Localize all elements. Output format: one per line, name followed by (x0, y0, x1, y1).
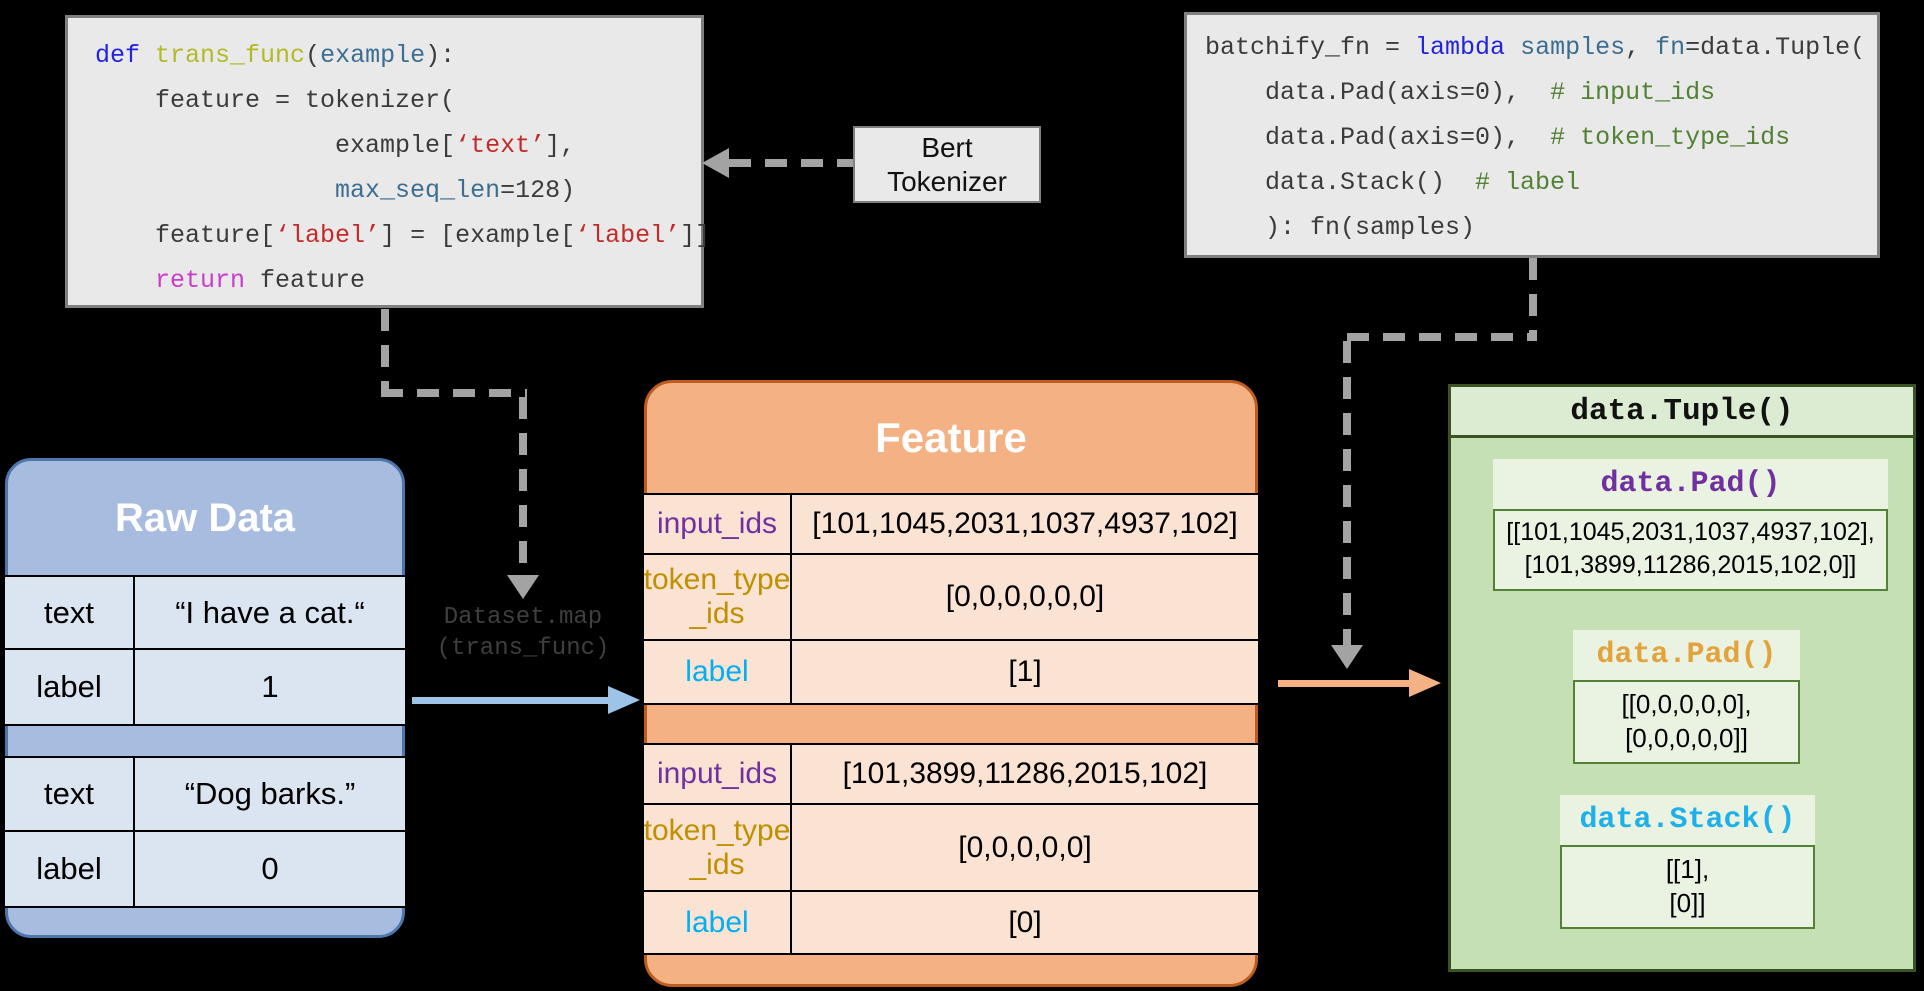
batchify-fn-code-block: batchify_fn = lambda samples, fn=data.Tu… (1184, 12, 1880, 258)
table-row: input_ids [101,1045,2031,1037,4937,102] (644, 495, 1258, 555)
data-pad-card-token-type-ids: data.Pad() [[0,0,0,0,0], [0,0,0,0,0]] (1573, 630, 1800, 764)
table-row: label [0] (644, 892, 1258, 953)
dashed-path-batchify-seg3 (1343, 341, 1351, 647)
raw-data-title: Raw Data (114, 495, 296, 540)
card-title: data.Pad() (1600, 467, 1781, 501)
dashed-arrow-bert-to-code (729, 159, 853, 167)
data-tuple-title: data.Tuple() (1451, 387, 1913, 438)
data-stack-card-label: data.Stack() [[1], [0]] (1560, 795, 1815, 929)
row-key: text (5, 577, 135, 648)
dashed-path-transfunc-seg1 (381, 309, 389, 393)
dataset-map-line1: Dataset.map (443, 604, 603, 631)
dashed-path-transfunc-seg3 (519, 397, 527, 577)
row-value: [1] (1008, 655, 1042, 688)
card-value-line: [[101,1045,2031,1037,4937,102], (1506, 518, 1875, 546)
row-key: label (644, 892, 792, 953)
feature-table-sample1: input_ids [101,1045,2031,1037,4937,102] to… (644, 493, 1258, 705)
dashed-path-transfunc-seg2 (381, 389, 527, 397)
row-key: input_ids (644, 495, 792, 553)
bert-tokenizer-label-line1: Bert (921, 131, 973, 163)
table-row: text “Dog barks.” (5, 758, 405, 832)
card-value-line: [0,0,0,0,0]] (1625, 723, 1748, 753)
row-value: [101,3899,11286,2015,102] (842, 757, 1208, 790)
dataset-map-line2: (trans_func) (436, 635, 610, 662)
row-value: [0] (1008, 905, 1042, 939)
row-value: 1 (261, 669, 279, 704)
card-title: data.Pad() (1596, 638, 1777, 672)
bert-tokenizer-label-line2: Tokenizer (887, 165, 1007, 197)
table-row: token_type _ids [0,0,0,0,0] (644, 805, 1258, 892)
row-key: label (5, 832, 135, 906)
row-key: text (5, 758, 135, 830)
data-tuple-panel: data.Tuple() data.Pad() [[101,1045,2031,1… (1448, 384, 1916, 972)
table-row: token_type _ids [0,0,0,0,0,0] (644, 555, 1258, 641)
card-values: [[101,1045,2031,1037,4937,102], [101,3899… (1493, 509, 1888, 591)
feature-title: Feature (875, 414, 1027, 461)
dashed-path-batchify-seg1 (1529, 258, 1537, 337)
row-value: [0,0,0,0,0,0] (945, 580, 1105, 613)
data-pad-card-input-ids: data.Pad() [[101,1045,2031,1037,4937,102]… (1493, 459, 1888, 591)
row-key: input_ids (644, 745, 792, 803)
dashed-path-batchify-seg2 (1347, 333, 1537, 341)
feature-table-sample2: input_ids [101,3899,11286,2015,102] token_… (644, 743, 1258, 955)
card-values: [[0,0,0,0,0], [0,0,0,0,0]] (1573, 680, 1800, 764)
row-value: “Dog barks.” (184, 776, 356, 811)
trans-func-code-block: def trans_func(example): feature = token… (65, 15, 710, 308)
raw-data-table-sample2: text “Dog barks.” label 0 (5, 756, 405, 908)
card-value-line: [[0,0,0,0,0], (1621, 689, 1752, 719)
raw-data-table-sample1: text “I have a cat.“ label 1 (5, 575, 405, 726)
table-row: label 0 (5, 832, 405, 906)
dataset-map-label: Dataset.map (trans_func) (398, 602, 648, 664)
card-title: data.Stack() (1579, 803, 1796, 837)
row-key: label (644, 641, 792, 703)
arrowhead-left-icon (702, 148, 729, 178)
row-key: token_type _ids (644, 555, 792, 639)
row-value: “I have a cat.“ (175, 594, 365, 630)
row-key: token_type _ids (644, 805, 792, 890)
table-row: input_ids [101,3899,11286,2015,102] (644, 745, 1258, 805)
row-value: [101,1045,2031,1037,4937,102] (812, 507, 1238, 540)
arrowhead-right-icon (608, 686, 640, 714)
arrowhead-down-icon (1331, 645, 1363, 669)
arrowhead-down-icon (507, 575, 539, 599)
row-value: 0 (261, 851, 279, 886)
arrowhead-right-icon (1409, 669, 1441, 697)
card-value-line: [101,3899,11286,2015,102,0]] (1524, 551, 1857, 579)
table-row: label [1] (644, 641, 1258, 703)
arrow-feature-to-tuple (1278, 680, 1411, 687)
row-key: label (5, 650, 135, 724)
card-value-line: [[1], (1665, 854, 1710, 884)
raw-data-panel: Raw Data text “I have a cat.“ label 1 text “… (5, 458, 405, 938)
bert-tokenizer-box: Bert Tokenizer (853, 126, 1041, 203)
card-value-line: [0]] (1669, 888, 1706, 918)
arrow-raw-to-feature (412, 697, 610, 704)
table-row: text “I have a cat.“ (5, 577, 405, 650)
feature-panel: Feature input_ids [101,1045,2031,1037,493… (644, 380, 1258, 987)
card-values: [[1], [0]] (1560, 845, 1815, 929)
row-value: [0,0,0,0,0] (958, 830, 1092, 864)
table-row: label 1 (5, 650, 405, 724)
